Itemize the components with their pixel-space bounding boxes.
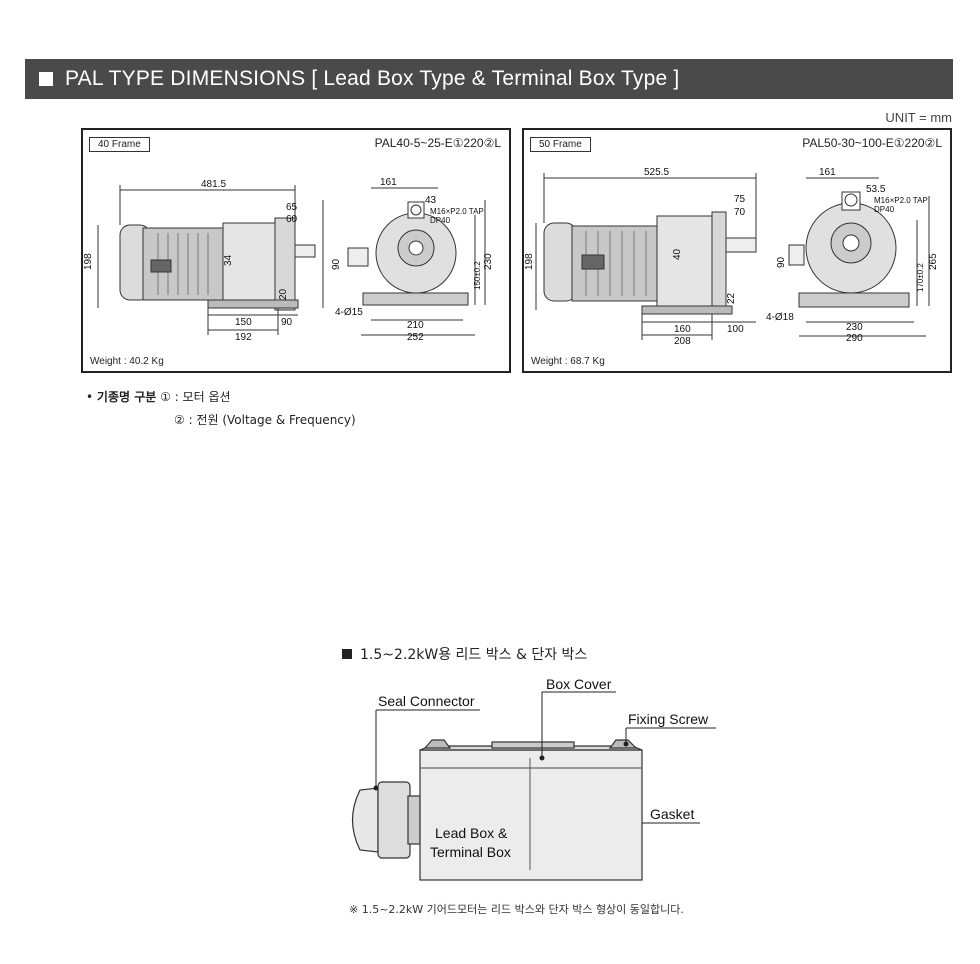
dim-90: 90 — [281, 317, 293, 328]
dim-192: 192 — [235, 332, 252, 343]
dim-53-5: 53.5 — [866, 184, 886, 195]
model-notes: • 기종명 구분 ① : 모터 옵션 ② : 전원 (Voltage & Fre… — [86, 388, 356, 428]
dp-spec: DP40 — [430, 216, 451, 225]
footnote: ※ 1.5~2.2kW 기어드모터는 리드 박스와 단자 박스 형상이 동일합니… — [349, 903, 684, 916]
square-bullet-icon — [39, 72, 53, 86]
dim-s150: 150±0.2 — [473, 261, 482, 290]
hole-spec: 4-Ø15 — [335, 307, 363, 318]
weight-label: Weight : 68.7 Kg — [531, 356, 605, 367]
dim-d2: 60 — [286, 214, 298, 225]
dim-s230: 230 — [846, 322, 863, 333]
dim-s265: 265 — [928, 253, 939, 270]
dim-height: 198 — [524, 253, 535, 270]
weight-label: Weight : 40.2 Kg — [90, 356, 164, 367]
frame-panel-50: 50 Frame PAL50-30~100-E①220②L — [522, 128, 952, 373]
section-title: PAL TYPE DIMENSIONS [ Lead Box Type & Te… — [65, 67, 680, 90]
square-bullet-icon — [342, 649, 352, 659]
model-code: PAL50-30~100-E①220②L — [802, 136, 942, 150]
dim-side-top: 161 — [819, 167, 836, 178]
label-body-1: Lead Box & — [435, 825, 508, 841]
notes-item-1: ① : 모터 옵션 — [160, 390, 231, 404]
dim-208: 208 — [674, 336, 691, 347]
notes-row-1: • 기종명 구분 ① : 모터 옵션 — [86, 390, 231, 404]
dim-22: 22 — [726, 292, 737, 304]
dim-150: 150 — [235, 317, 252, 328]
label-gasket: Gasket — [650, 806, 694, 822]
model-code: PAL40-5~25-E①220②L — [374, 136, 501, 150]
dim-s230: 230 — [483, 253, 494, 270]
dim-overall: 481.5 — [201, 179, 226, 190]
dim-160: 160 — [674, 324, 691, 335]
dp-spec: DP40 — [874, 205, 895, 214]
notes-label: 기종명 구분 — [96, 390, 157, 404]
leadbox-title: 1.5~2.2kW용 리드 박스 & 단자 박스 — [360, 647, 588, 663]
frame-tag: 40 Frame — [89, 137, 150, 152]
notes-item-2: ② : 전원 (Voltage & Frequency) — [174, 413, 356, 427]
dim-s90: 90 — [776, 256, 787, 268]
dim-20: 20 — [278, 288, 289, 300]
dim-s252: 252 — [407, 332, 424, 343]
dim-s170: 170±0.2 — [916, 263, 925, 292]
tap-spec: M16×P2.0 TAP — [430, 207, 484, 216]
dim-d2: 70 — [734, 207, 746, 218]
dim-40: 40 — [672, 248, 683, 260]
dim-d1: 65 — [286, 202, 298, 213]
frame-tag: 50 Frame — [530, 137, 591, 152]
dim-height: 198 — [83, 253, 94, 270]
dim-s90: 90 — [331, 258, 342, 270]
dim-s290: 290 — [846, 333, 863, 344]
label-fixing-screw: Fixing Screw — [628, 711, 709, 727]
label-body-2: Terminal Box — [430, 844, 511, 860]
hole-spec: 4-Ø18 — [766, 312, 794, 323]
section-header: PAL TYPE DIMENSIONS [ Lead Box Type & Te… — [25, 59, 953, 99]
dim-s210: 210 — [407, 320, 424, 331]
unit-label: UNIT = mm — [885, 110, 952, 125]
frame-panel-40: 40 Frame PAL40-5~25-E①220②L — [81, 128, 511, 373]
label-seal-connector: Seal Connector — [378, 693, 475, 709]
dimension-drawing: 481.5 65 60 198 34 20 150 90 192 161 43 … — [83, 177, 494, 343]
dim-34: 34 — [223, 254, 234, 266]
label-box-cover: Box Cover — [546, 676, 612, 692]
leadbox-heading: 1.5~2.2kW용 리드 박스 & 단자 박스 — [342, 644, 587, 664]
dim-100: 100 — [727, 324, 744, 335]
dim-side-top: 161 — [380, 177, 397, 188]
dim-d1: 75 — [734, 194, 746, 205]
dimension-drawing: 525.5 75 70 198 40 22 160 100 208 161 53… — [524, 167, 939, 347]
tap-spec: M16×P2.0 TAP — [874, 196, 928, 205]
dim-43: 43 — [425, 195, 437, 206]
dim-overall: 525.5 — [644, 167, 669, 178]
leadbox-diagram: Seal Connector Box Cover Fixing Screw Ga… — [351, 676, 716, 881]
